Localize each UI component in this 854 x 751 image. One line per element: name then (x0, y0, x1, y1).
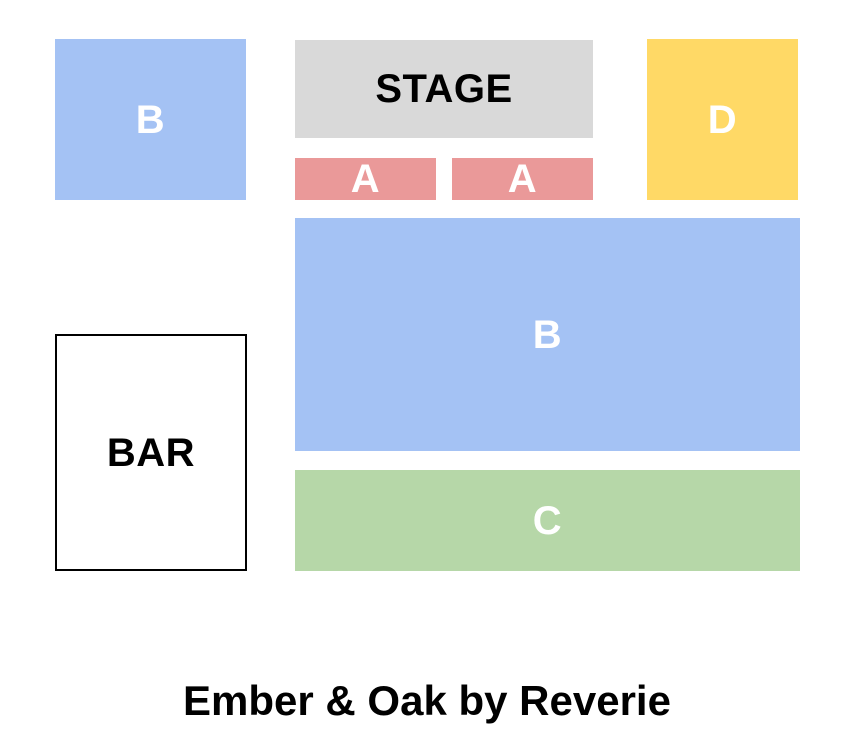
section-label: B (532, 312, 563, 357)
section-c[interactable]: C (295, 470, 800, 571)
section-d[interactable]: D (647, 39, 798, 200)
stage-label: STAGE (375, 67, 513, 111)
stage: STAGE (295, 40, 593, 138)
section-a-stage-left[interactable]: A (295, 158, 436, 200)
bar: BAR (55, 334, 247, 571)
section-label: C (532, 498, 563, 543)
venue-title: Ember & Oak by Reverie (183, 677, 671, 724)
section-label: A (507, 157, 538, 201)
section-label: D (707, 97, 738, 142)
bar-label: BAR (106, 430, 196, 475)
section-b-upper-left[interactable]: B (55, 39, 246, 200)
section-b-main[interactable]: B (295, 218, 800, 451)
section-label: B (135, 97, 166, 142)
section-label: A (350, 157, 381, 201)
section-a-stage-right[interactable]: A (452, 158, 593, 200)
